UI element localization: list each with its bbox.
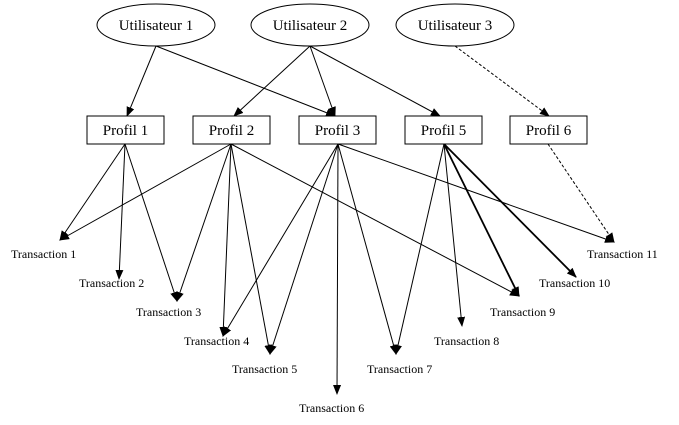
edge-p2-t4 xyxy=(219,143,232,337)
edge-u2-p3 xyxy=(309,45,336,117)
transaction-label-1: Transaction 1 xyxy=(11,247,76,261)
edge-p5-t10 xyxy=(443,143,577,278)
edge-p3-t11 xyxy=(337,143,615,243)
transaction-label-10: Transaction 10 xyxy=(539,276,610,290)
edge-p3-t7 xyxy=(337,143,398,355)
profile-label-1: Profil 1 xyxy=(103,123,148,139)
edge-u2-p2 xyxy=(233,45,311,117)
transaction-label-11: Transaction 11 xyxy=(587,247,658,261)
user-node-1: Utilisateur 1 xyxy=(96,3,216,47)
transaction-label-9: Transaction 9 xyxy=(490,305,555,319)
edge-u2-p5 xyxy=(309,45,441,117)
user-label-2: Utilisateur 2 xyxy=(273,18,348,34)
edge-p1-t1 xyxy=(59,143,126,241)
edge-u1-p1 xyxy=(126,45,157,117)
transaction-label-8: Transaction 8 xyxy=(434,334,499,348)
edge-u3-p6 xyxy=(454,45,550,117)
profile-label-5: Profil 5 xyxy=(421,123,466,139)
edge-p6-t11 xyxy=(547,143,615,243)
profile-node-6: Profil 6 xyxy=(509,115,588,145)
profile-node-5: Profil 5 xyxy=(404,115,483,145)
edge-p2-t5 xyxy=(230,143,273,355)
edge-p1-t3 xyxy=(124,143,178,302)
edge-p3-t4 xyxy=(222,143,339,337)
edge-p1-t2 xyxy=(115,143,126,280)
transaction-label-5: Transaction 5 xyxy=(232,362,297,376)
transaction-label-7: Transaction 7 xyxy=(367,362,432,376)
transaction-label-6: Transaction 6 xyxy=(299,401,364,415)
transaction-label-3: Transaction 3 xyxy=(136,305,201,319)
user-node-2: Utilisateur 2 xyxy=(250,3,370,47)
user-label-3: Utilisateur 3 xyxy=(418,18,493,34)
transaction-label-4: Transaction 4 xyxy=(184,334,249,348)
user-node-3: Utilisateur 3 xyxy=(395,3,515,47)
edge-p2-t9 xyxy=(230,143,520,297)
edge-p2-t1 xyxy=(59,143,232,241)
transaction-label-2: Transaction 2 xyxy=(79,276,144,290)
profile-node-2: Profil 2 xyxy=(192,115,271,145)
edge-p5-t9 xyxy=(443,143,520,297)
user-label-1: Utilisateur 1 xyxy=(119,18,194,34)
profile-label-6: Profil 6 xyxy=(526,123,572,139)
profile-label-3: Profil 3 xyxy=(315,123,360,139)
edge-u1-p3 xyxy=(155,45,336,117)
edge-p3-t5 xyxy=(268,143,339,355)
profile-node-1: Profil 1 xyxy=(86,115,165,145)
edges xyxy=(59,45,615,395)
edge-p2-t3 xyxy=(176,143,232,302)
edge-p5-t7 xyxy=(394,143,445,355)
profile-node-3: Profil 3 xyxy=(298,115,377,145)
profile-label-2: Profil 2 xyxy=(209,123,254,139)
edge-p5-t8 xyxy=(443,143,466,327)
edge-p3-t6 xyxy=(333,143,342,395)
